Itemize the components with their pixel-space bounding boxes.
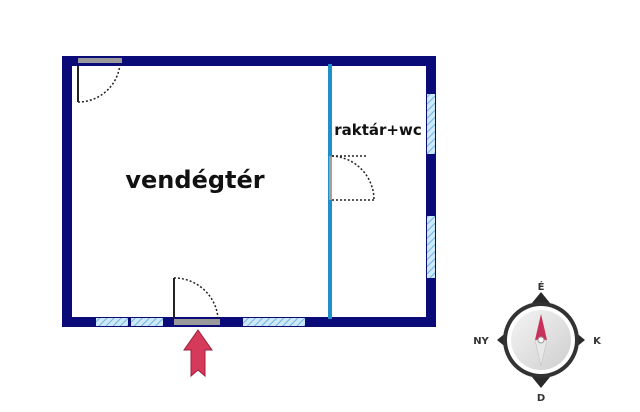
compass-south: D	[537, 393, 545, 404]
entrance-door	[173, 277, 220, 325]
window-bottom-2	[131, 318, 163, 326]
wall-left	[62, 56, 72, 327]
right-windows	[427, 94, 435, 278]
compass-rose-icon: É D NY K	[473, 280, 602, 404]
wall-right	[426, 56, 436, 327]
window-right-2	[427, 216, 435, 278]
room-label-side: raktár+wc	[334, 121, 422, 139]
window-bottom-3	[243, 318, 305, 326]
compass-west: NY	[473, 336, 489, 347]
compass-east: K	[593, 336, 602, 347]
room-label-main: vendégtér	[125, 166, 264, 194]
door-partition	[329, 155, 375, 201]
door-top-left	[77, 58, 122, 103]
window-right-1	[427, 94, 435, 154]
compass-north: É	[538, 280, 545, 293]
entrance-arrow-icon	[183, 329, 213, 378]
wall-top	[62, 56, 436, 66]
window-bottom-1	[96, 318, 128, 326]
bottom-windows	[96, 318, 305, 326]
